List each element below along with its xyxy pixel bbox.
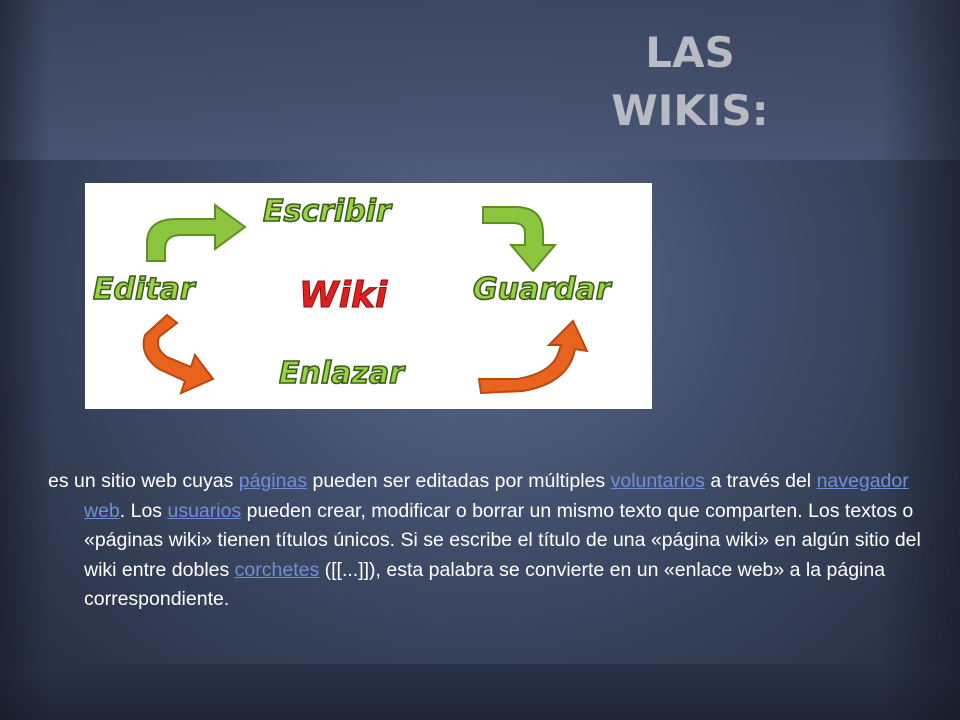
text-seg-5: pueden crear, modificar o borrar un mism… (84, 499, 921, 581)
link-voluntarios[interactable]: voluntarios (610, 470, 705, 492)
word-editar: Editar (93, 272, 197, 307)
word-guardar: Guardar (473, 272, 613, 307)
text-seg-4: . Los (119, 499, 168, 522)
header-band (0, 0, 960, 160)
text-seg-2: pueden ser editadas por múltiples (307, 470, 611, 492)
arrow-guardar-to-enlazar-icon (477, 319, 589, 395)
text-seg-1: es un sitio web cuyas (48, 470, 239, 492)
footer-band (0, 664, 960, 720)
right-vignette (880, 0, 960, 720)
word-escribir: Escribir (263, 194, 393, 229)
link-corchetes[interactable]: corchetes (234, 558, 320, 581)
arrow-editar-to-escribir-icon (146, 203, 247, 262)
link-navegador-web[interactable]: navegador web (84, 470, 909, 522)
wiki-definition-paragraph: es un sitio web cuyas páginas pueden ser… (48, 467, 944, 615)
arrow-enlazar-to-editar-icon (142, 313, 215, 395)
link-paginas[interactable]: páginas (238, 470, 308, 492)
word-enlazar: Enlazar (279, 356, 406, 391)
link-usuarios[interactable]: usuarios (167, 499, 242, 522)
wiki-cycle-diagram: Escribir Editar Wiki Guardar Enlazar (92, 193, 614, 395)
title-line-2: WIKIS: (611, 86, 769, 135)
left-vignette (0, 0, 50, 720)
text-seg-3: a través del (704, 470, 817, 492)
title-line-1: LAS (645, 28, 735, 77)
wiki-cycle-image: Escribir Editar Wiki Guardar Enlazar (85, 183, 652, 409)
text-seg-6: ([[...]]), esta palabra se convierte en … (84, 558, 886, 611)
arrow-escribir-to-guardar-icon (482, 206, 558, 273)
slide-title: LAS WIKIS: (560, 24, 820, 140)
word-wiki: Wiki (299, 275, 388, 316)
